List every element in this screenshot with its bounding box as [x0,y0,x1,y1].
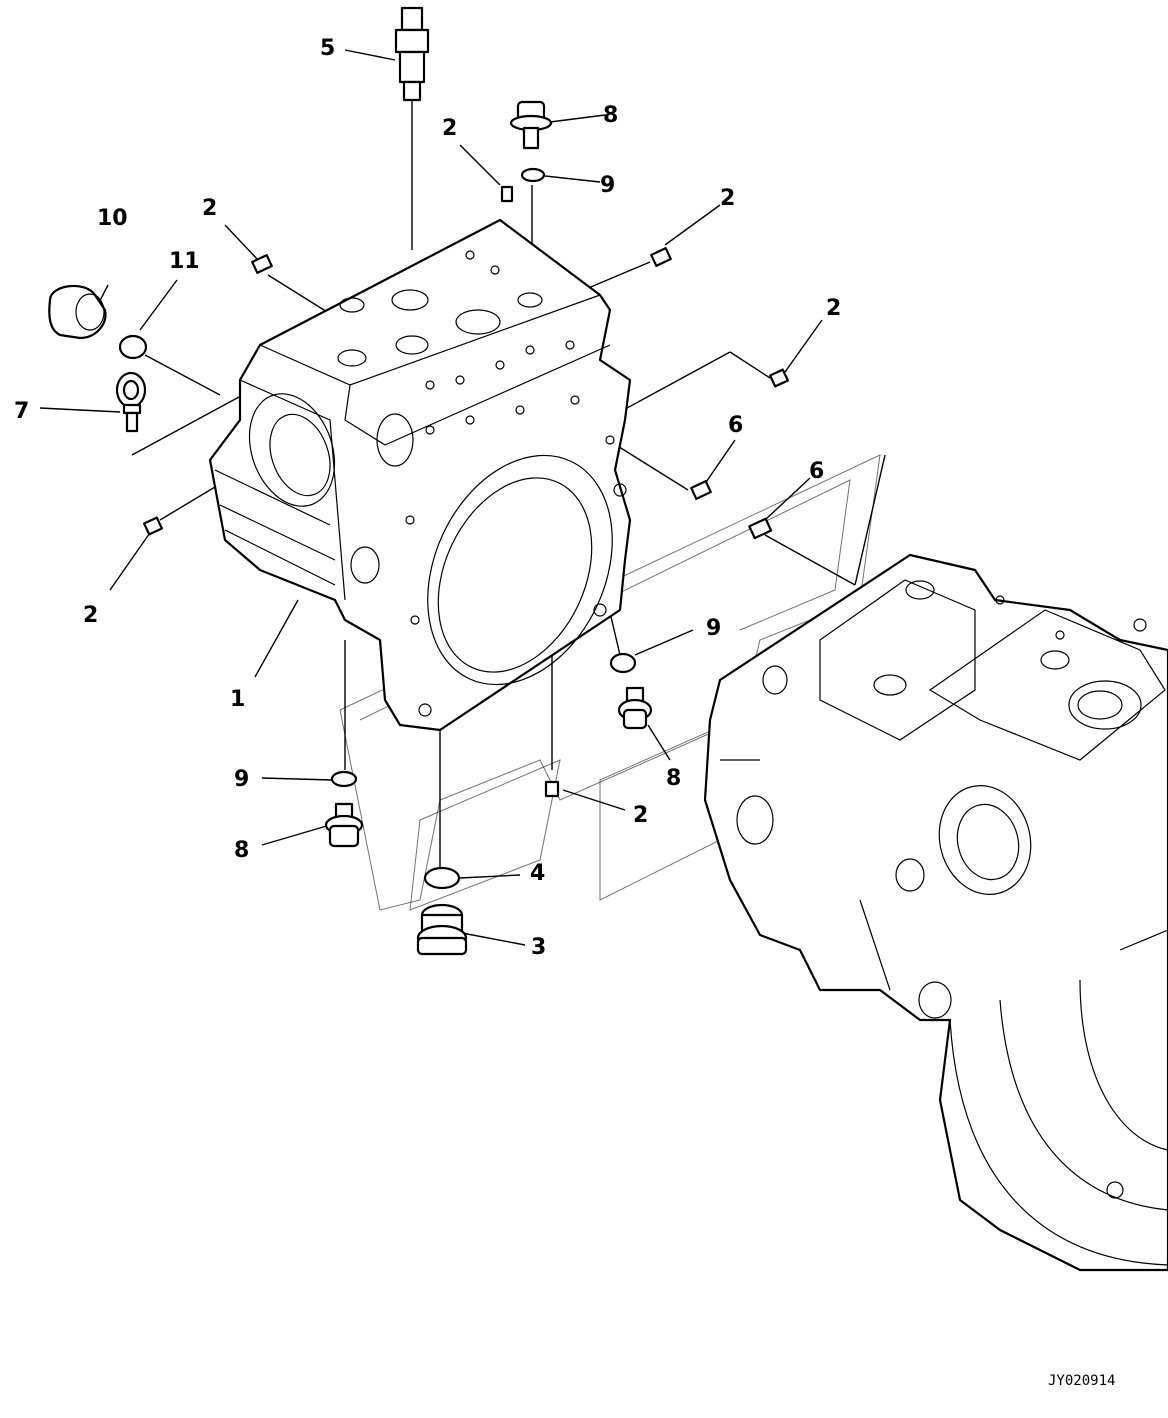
callout-9-right: 9 [706,616,721,641]
callout-2-bottom: 2 [633,803,648,828]
o-ring-part-9-left [330,770,358,788]
plug-part-2-c [650,247,672,267]
o-ring-part-11 [118,334,148,360]
o-ring-part-9-right [609,652,637,674]
mounted-pump-assembly [703,553,1168,1272]
callout-6-right: 6 [809,459,824,484]
plug-part-3 [416,903,468,956]
plug-part-6-a [690,480,712,500]
callout-9-left: 9 [234,767,249,792]
bolt-part-8-top [509,100,553,150]
o-ring-part-4 [423,866,461,890]
callout-7: 7 [14,399,29,424]
pump-housing [208,218,632,732]
callout-11: 11 [169,249,200,274]
callout-2-upper-left: 2 [202,196,217,221]
plug-part-2-e [143,516,163,536]
callout-10: 10 [97,206,128,231]
eyebolt-part-7 [115,371,147,433]
callout-2-upper-right: 2 [720,186,735,211]
callout-4: 4 [530,861,545,886]
callout-9-top: 9 [600,173,615,198]
plug-part-2-f [544,780,560,798]
bolt-part-8-right [617,686,653,730]
o-ring-part-9-top [520,167,546,183]
callout-2-lower-left: 2 [83,603,98,628]
callout-2-top: 2 [442,116,457,141]
callout-8-top: 8 [603,103,618,128]
plug-part-2-a [500,185,514,203]
plug-part-2-d [769,368,789,388]
callout-8-right: 8 [666,766,681,791]
callout-labels: 5 8 2 9 10 2 11 2 2 7 6 6 2 1 9 9 8 8 2 … [14,36,841,960]
small-parts [48,6,789,956]
callout-2-right: 2 [826,296,841,321]
plug-part-2-b [251,254,273,274]
callout-5: 5 [320,36,335,61]
drawing-code: JY020914 [1048,1373,1115,1389]
callout-6-left: 6 [728,413,743,438]
bolt-part-8-left [324,802,364,848]
plug-part-6-b [748,517,773,540]
callout-3: 3 [531,935,546,960]
plug-part-10 [48,284,107,340]
callout-1: 1 [230,687,245,712]
callout-8-left: 8 [234,838,249,863]
pressure-sensor-part-5 [394,6,430,102]
